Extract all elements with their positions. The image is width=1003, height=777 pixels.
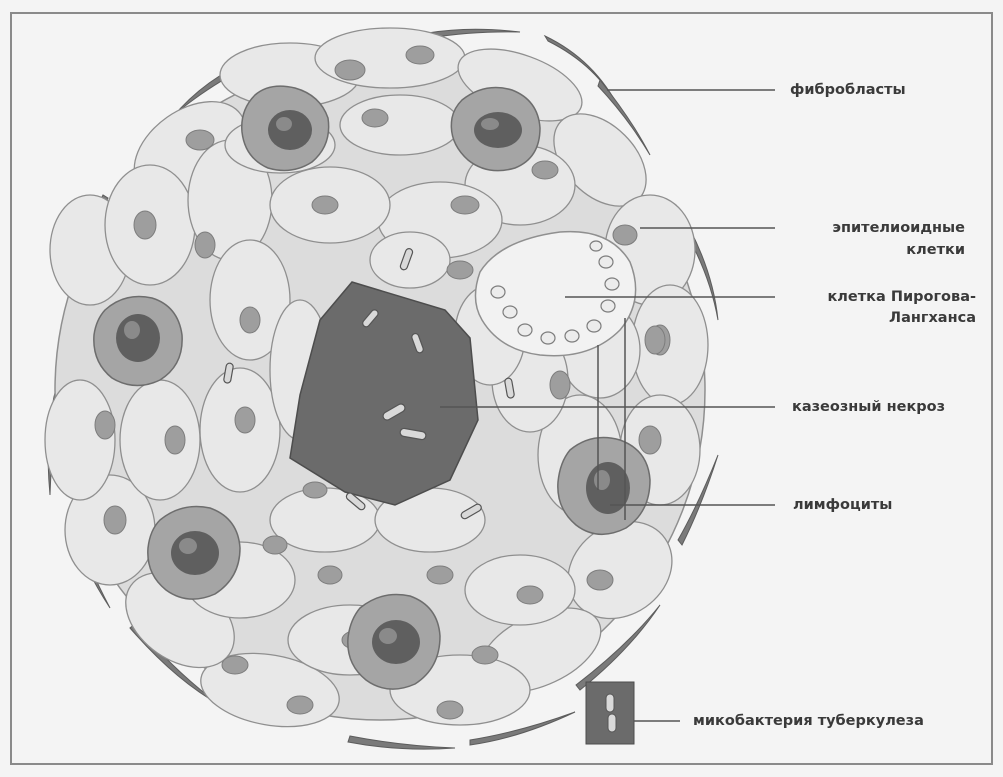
label-mycobacterium: микобактерия туберкулеза — [693, 711, 924, 731]
nucleus — [95, 411, 115, 439]
nucleus — [165, 426, 185, 454]
nucleus — [451, 196, 479, 214]
nucleus — [447, 261, 473, 279]
nucleus — [318, 566, 342, 584]
nucleus — [565, 330, 579, 342]
epithelioid-cell — [120, 380, 200, 500]
label-pirogov-line1: клетка Пирогова- — [780, 287, 976, 307]
nucleus — [605, 278, 619, 290]
nucleus — [263, 536, 287, 554]
nucleus — [222, 656, 248, 674]
label-pirogov-line2: Лангханса — [780, 308, 976, 328]
lymphocyte — [558, 438, 650, 535]
label-epithelioid-line2: клетки — [785, 240, 965, 260]
nucleus — [312, 196, 338, 214]
nucleus — [599, 256, 613, 268]
lymphocyte — [94, 297, 182, 386]
nucleus — [645, 326, 665, 354]
label-fibroblasts: фибробласты — [790, 80, 906, 100]
lymphocyte — [348, 595, 440, 690]
label-lymphocytes: лимфоциты — [793, 495, 892, 515]
nucleus — [503, 306, 517, 318]
nucleus — [186, 130, 214, 150]
nucleus — [427, 566, 453, 584]
nucleus — [195, 232, 215, 258]
epithelioid-cell — [340, 95, 460, 155]
label-epithelioid-line1: эпителиоидные — [785, 218, 965, 238]
lymphocyte — [242, 86, 329, 170]
nucleus — [362, 109, 388, 127]
nucleus — [240, 307, 260, 333]
nucleus — [587, 570, 613, 590]
nucleus — [134, 211, 156, 239]
nucleus — [550, 371, 570, 399]
nucleus — [335, 60, 365, 80]
nucleus — [532, 161, 558, 179]
nucleus — [541, 332, 555, 344]
label-caseous-necrosis: казеозный некроз — [792, 397, 945, 417]
nucleus — [517, 586, 543, 604]
nucleus — [590, 241, 602, 251]
nucleus — [601, 300, 615, 312]
fibroblast — [348, 736, 455, 749]
nucleus — [235, 407, 255, 433]
nucleus — [406, 46, 434, 64]
nucleus — [303, 482, 327, 498]
epithelioid-cell — [315, 28, 465, 88]
nucleus — [518, 324, 532, 336]
nucleus — [472, 646, 498, 664]
nucleus — [437, 701, 463, 719]
nucleus — [587, 320, 601, 332]
nucleus — [639, 426, 661, 454]
nucleus — [491, 286, 505, 298]
lymphocyte — [148, 507, 240, 600]
epithelioid-cell — [632, 285, 708, 405]
nucleus — [287, 696, 313, 714]
mycobacterium-sample — [586, 682, 634, 744]
epithelioid-cell — [45, 380, 115, 500]
nucleus — [104, 506, 126, 534]
nucleus — [613, 225, 637, 245]
